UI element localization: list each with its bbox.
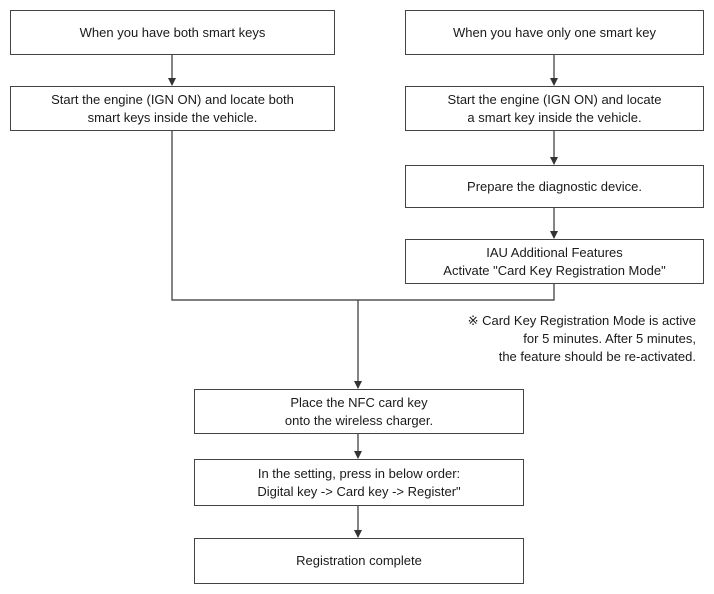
box-iau-features-line2: Activate "Card Key Registration Mode" [443, 262, 666, 278]
note-line3: the feature should be re-activated. [498, 349, 696, 364]
box-registration-complete-text: Registration complete [296, 553, 422, 568]
box-place-nfc-card: Place the NFC card key onto the wireless… [194, 389, 524, 434]
registration-mode-note: ※ Card Key Registration Mode is active f… [468, 312, 696, 366]
box-both-smart-keys-text: When you have both smart keys [79, 24, 266, 40]
box-place-nfc-card-line1: Place the NFC card key [290, 394, 428, 410]
box-one-smart-key: When you have only one smart key [405, 10, 704, 55]
note-line2: for 5 minutes. After 5 minutes, [523, 331, 696, 346]
box-registration-complete: Registration complete [194, 538, 524, 584]
box-iau-features: IAU Additional Features Activate "Card K… [405, 239, 704, 284]
box-setting-order: In the setting, press in below order: Di… [194, 459, 524, 506]
box-start-engine-both: Start the engine (IGN ON) and locate bot… [10, 86, 335, 131]
box-start-engine-one-line2: a smart key inside the vehicle. [467, 109, 642, 125]
box-prepare-diagnostic-text: Prepare the diagnostic device. [467, 178, 642, 194]
merge-line-left [171, 131, 358, 301]
box-one-smart-key-text: When you have only one smart key [452, 24, 657, 40]
box-start-engine-both-line2: smart keys inside the vehicle. [87, 109, 258, 125]
box-start-engine-one: Start the engine (IGN ON) and locate a s… [405, 86, 704, 131]
merge-line-right [358, 284, 555, 301]
box-start-engine-both-line1: Start the engine (IGN ON) and locate bot… [51, 91, 294, 107]
box-both-smart-keys: When you have both smart keys [10, 10, 335, 55]
box-iau-features-line1: IAU Additional Features [486, 244, 623, 260]
box-place-nfc-card-line2: onto the wireless charger. [284, 412, 434, 428]
box-prepare-diagnostic: Prepare the diagnostic device. [405, 165, 704, 208]
box-setting-order-line2: Digital key -> Card key -> Register" [257, 483, 461, 499]
box-start-engine-one-line1: Start the engine (IGN ON) and locate [447, 91, 662, 107]
box-setting-order-line1: In the setting, press in below order: [257, 465, 461, 481]
note-line1: ※ Card Key Registration Mode is active [467, 313, 696, 328]
